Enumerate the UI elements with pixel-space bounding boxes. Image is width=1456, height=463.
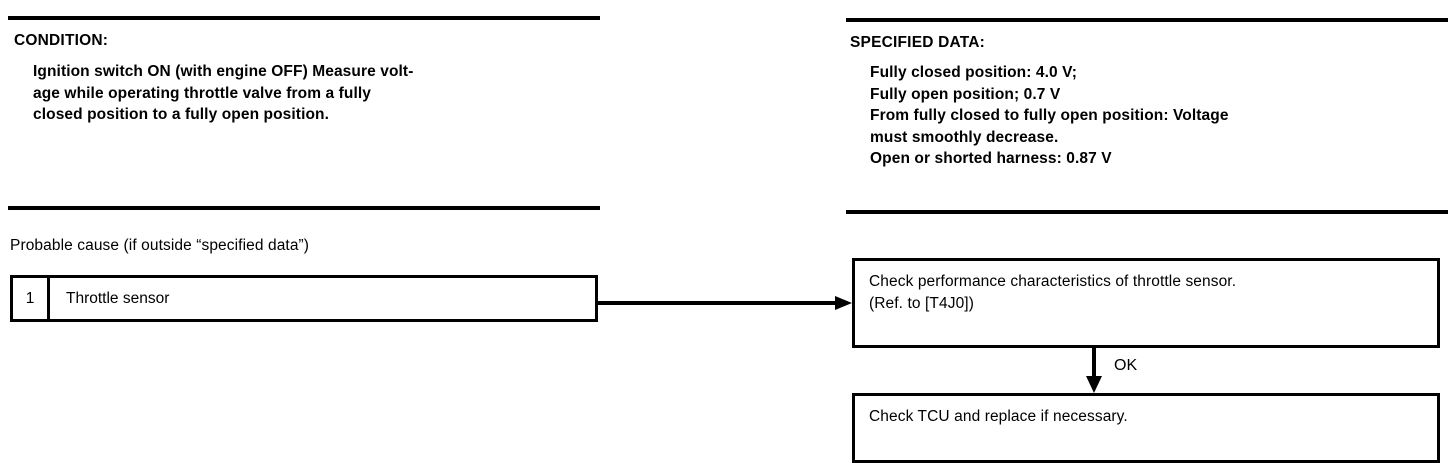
condition-heading: CONDITION:: [14, 32, 109, 49]
condition-line: Ignition switch ON (with engine OFF) Mea…: [33, 63, 414, 80]
right-top-divider: [846, 18, 1448, 22]
condition-body: Ignition switch ON (with engine OFF) Mea…: [33, 61, 413, 126]
flow-arrow-vertical: [1086, 348, 1102, 393]
flow-step-line: Check performance characteristics of thr…: [869, 273, 1237, 290]
flow-arrow-ok-label: OK: [1114, 357, 1138, 374]
flow-arrow-horizontal: [598, 296, 852, 310]
specified-data-panel: SPECIFIED DATA: Fully closed position: 4…: [820, 0, 1456, 456]
left-top-divider: [8, 16, 600, 20]
specified-data-body: Fully closed position: 4.0 V; Fully open…: [870, 62, 1229, 170]
flow-step-text: Check TCU and replace if necessary.: [869, 406, 1128, 428]
arrow-shaft: [1092, 348, 1096, 378]
flow-step-check-performance: Check performance characteristics of thr…: [852, 258, 1440, 348]
condition-line: closed position to a fully open position…: [33, 106, 330, 123]
probable-cause-table: 1 Throttle sensor: [10, 275, 598, 322]
flow-step-line: Check TCU and replace if necessary.: [869, 408, 1128, 425]
table-row-cause: Throttle sensor: [66, 289, 170, 307]
arrow-head: [835, 296, 852, 310]
table-row-number: 1: [13, 278, 50, 319]
flow-step-line: (Ref. to [T4J0]): [869, 295, 974, 312]
specified-data-line: From fully closed to fully open position…: [870, 107, 1229, 124]
specified-data-line: Fully closed position: 4.0 V;: [870, 64, 1078, 81]
arrow-head: [1086, 376, 1102, 393]
arrow-shaft: [598, 301, 838, 305]
probable-cause-label: Probable cause (if outside “specified da…: [10, 237, 310, 254]
specified-data-line: Open or shorted harness: 0.87 V: [870, 150, 1112, 167]
condition-panel: CONDITION: Ignition switch ON (with engi…: [0, 0, 700, 456]
specified-data-line: Fully open position; 0.7 V: [870, 85, 1061, 103]
right-bottom-divider: [846, 210, 1448, 214]
left-bottom-divider: [8, 206, 600, 210]
flow-step-text: Check performance characteristics of thr…: [869, 271, 1236, 315]
specified-data-line: must smoothly decrease.: [870, 128, 1059, 146]
flow-step-check-tcu: Check TCU and replace if necessary.: [852, 393, 1440, 463]
specified-data-heading: SPECIFIED DATA:: [850, 34, 986, 51]
condition-line: age while operating throttle valve from …: [33, 84, 372, 102]
